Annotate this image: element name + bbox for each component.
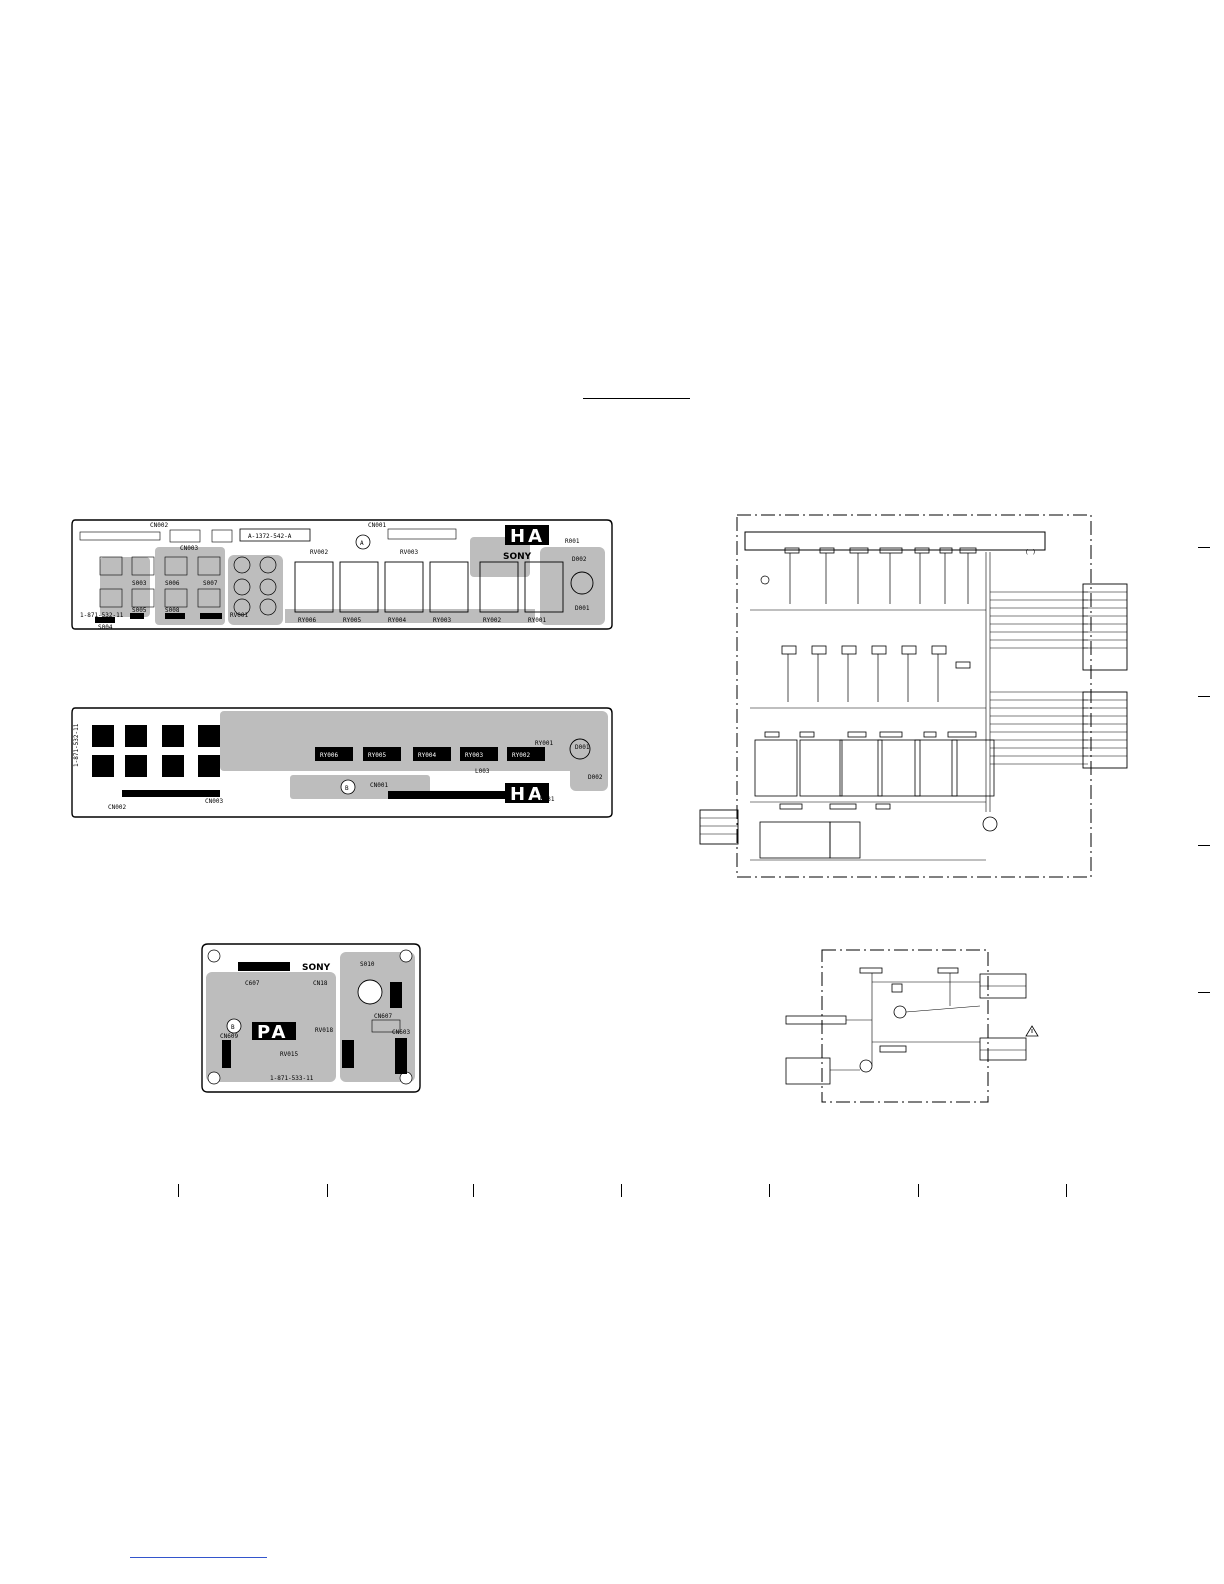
pa-c607: C607 xyxy=(245,980,260,987)
main-schematic: ( ) xyxy=(699,514,1128,878)
ha-connector-cn002: CN002 xyxy=(150,522,168,529)
ha2-d002: D002 xyxy=(588,774,603,781)
schematic-bracket-note: ( ) xyxy=(1025,549,1036,556)
ha2-connector-cn002: CN002 xyxy=(108,804,126,811)
ha-board-component-side: A-1372-542-A CN001 CN002 CN003 A HA SONY… xyxy=(71,519,613,631)
bottom-tick-4 xyxy=(621,1184,622,1197)
side-tick-2 xyxy=(1198,696,1210,697)
ha2-relay-ry003: RY003 xyxy=(465,752,483,759)
bottom-tick-2 xyxy=(327,1184,328,1197)
footer-link-underline[interactable] xyxy=(130,1557,267,1558)
pa-cn603: CN603 xyxy=(392,1029,410,1036)
ha-connector-cn003: CN003 xyxy=(180,545,198,552)
bottom-tick-3 xyxy=(473,1184,474,1197)
ha-relay-ry006: RY006 xyxy=(298,617,316,624)
bottom-tick-7 xyxy=(1066,1184,1067,1197)
pa-sony-logo: SONY xyxy=(302,963,331,973)
ha-r001: R001 xyxy=(565,538,580,545)
ha-sony-logo: SONY xyxy=(503,552,532,562)
ha-rv003: RV003 xyxy=(400,549,418,556)
ha-board-label: HA xyxy=(510,526,545,547)
ha-relay-ry003: RY003 xyxy=(433,617,451,624)
ha2-relay-ry002: RY002 xyxy=(512,752,530,759)
ha2-part-number: 1-871-532-11 xyxy=(73,723,80,767)
bottom-tick-6 xyxy=(918,1184,919,1197)
side-tick-4 xyxy=(1198,992,1210,993)
pa-part-number: 1-871-533-11 xyxy=(270,1075,314,1082)
ha2-connector-cn003: CN003 xyxy=(205,798,223,805)
ha-assembly-number: A-1372-542-A xyxy=(248,533,292,540)
pa-s010: S010 xyxy=(360,961,375,968)
ha2-board-label: HA xyxy=(510,784,545,805)
ha-rv002: RV002 xyxy=(310,549,328,556)
ha-relay-ry005: RY005 xyxy=(343,617,361,624)
ha2-d001: D001 xyxy=(575,744,590,751)
ha-marker-a: A xyxy=(360,540,364,547)
ha-relay-ry001: RY001 xyxy=(528,617,546,624)
ha-switch-s003: S003 xyxy=(132,580,147,587)
warning-triangle-icon xyxy=(1025,1025,1039,1037)
ha-d002: D002 xyxy=(572,556,587,563)
ha-switch-s005: S005 xyxy=(132,607,147,614)
ha-part-number: 1-871-532-11 xyxy=(80,612,124,619)
ha2-connector-cn001: CN001 xyxy=(370,782,388,789)
ha2-relay-ry004: RY004 xyxy=(418,752,436,759)
side-tick-1 xyxy=(1198,547,1210,548)
side-tick-3 xyxy=(1198,845,1210,846)
ha2-l003: L003 xyxy=(475,768,490,775)
ha2-r031: R031 xyxy=(540,796,555,803)
ha-rv001: RV001 xyxy=(230,612,248,619)
ha-board-conductor-side: RY006 RY005 RY004 RY003 RY002 RY001 B HA… xyxy=(71,707,613,818)
ha-switch-s008: S008 xyxy=(165,607,180,614)
pa-cn609: CN609 xyxy=(220,1033,238,1040)
pa-cn607: CN607 xyxy=(374,1013,392,1020)
pa-rv018: RV018 xyxy=(315,1027,333,1034)
header-rule xyxy=(583,398,690,399)
ha-switch-s006: S006 xyxy=(165,580,180,587)
pa-board-label: PA xyxy=(257,1022,288,1043)
ha-switch-s004: S004 xyxy=(98,624,113,631)
ha2-marker-b: B xyxy=(345,785,349,792)
pa-cn18: CN18 xyxy=(313,980,328,987)
ha-connector-cn001: CN001 xyxy=(368,522,386,529)
ha2-relay-ry005: RY005 xyxy=(368,752,386,759)
ha-d001: D001 xyxy=(575,605,590,612)
ha2-relay-ry006: RY006 xyxy=(320,752,338,759)
pa-board: SONY PA B S010 C607 CN18 CN607 CN609 CN6… xyxy=(201,943,421,1093)
pa-rv015: RV015 xyxy=(280,1051,298,1058)
ha-relay-ry004: RY004 xyxy=(388,617,406,624)
pa-marker-b: B xyxy=(231,1024,235,1031)
ha-relay-ry002: RY002 xyxy=(483,617,501,624)
bottom-tick-5 xyxy=(769,1184,770,1197)
small-schematic xyxy=(785,949,1039,1103)
ha2-relay-ry001: RY001 xyxy=(535,740,553,747)
bottom-tick-1 xyxy=(178,1184,179,1197)
ha-switch-s007: S007 xyxy=(203,580,218,587)
